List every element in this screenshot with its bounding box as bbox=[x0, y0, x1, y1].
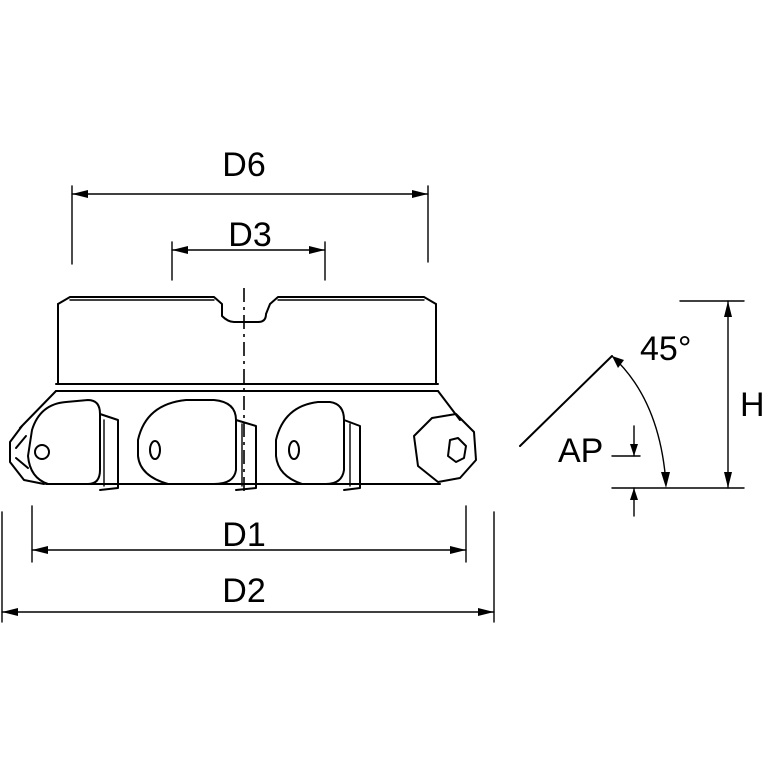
cutting-edge-line bbox=[519, 355, 613, 447]
label-h: H bbox=[740, 386, 765, 424]
dimension-d6: D6 bbox=[71, 146, 429, 265]
dimension-d2: D2 bbox=[1, 511, 495, 623]
insert-pocket-1 bbox=[27, 399, 119, 491]
label-d6: D6 bbox=[222, 146, 265, 184]
dimension-d1: D1 bbox=[31, 505, 467, 563]
label-ap: AP bbox=[558, 432, 603, 470]
cutter-body bbox=[19, 296, 461, 485]
label-d2: D2 bbox=[222, 572, 265, 610]
dimension-d3: D3 bbox=[171, 216, 326, 281]
label-d1: D1 bbox=[222, 516, 265, 554]
insert-pocket-3 bbox=[275, 401, 361, 491]
side-profile: 45° AP H bbox=[519, 300, 765, 517]
label-d3: D3 bbox=[228, 216, 271, 254]
insert-pocket-2 bbox=[137, 399, 257, 491]
insert-left-edge bbox=[9, 425, 50, 485]
insert-right-edge bbox=[413, 413, 477, 483]
label-angle: 45° bbox=[640, 330, 691, 368]
